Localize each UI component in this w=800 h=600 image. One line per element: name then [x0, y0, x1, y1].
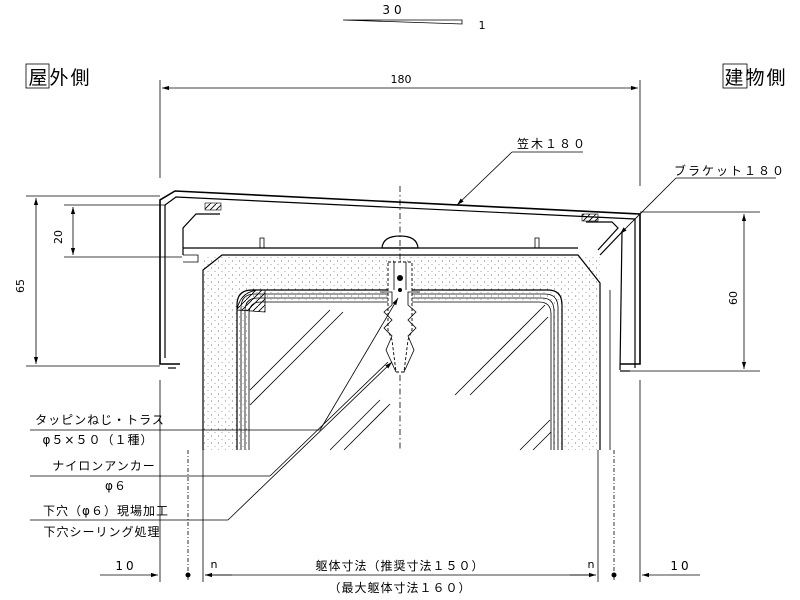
slope-triangle — [342, 19, 463, 25]
nylon-anchor — [380, 261, 420, 373]
left-inner-dimension: 20 — [52, 204, 182, 258]
right-height-dimension: 60 — [630, 211, 760, 372]
right-height-label: 60 — [727, 291, 740, 305]
hole-label-1: 下穴（φ６）現場加工 — [43, 503, 169, 518]
left-height-label: 65 — [14, 279, 27, 293]
screw-label-1: タッピンねじ・トラス — [35, 413, 165, 427]
side-labels: 屋外側 建物側 — [25, 63, 787, 89]
coping-kasagi — [159, 190, 641, 372]
overall-width-dimension: 180 — [159, 73, 641, 186]
callout-bracket: ブラケット１８０ — [619, 163, 786, 235]
callout-hole: 下穴（φ６）現場加工 下穴シーリング処理 — [30, 361, 393, 539]
scale-indicator: 30 1 — [342, 3, 486, 32]
n-right-label: n — [588, 558, 595, 571]
screw-label-2: φ５×５０（１種） — [43, 433, 154, 447]
n-left-label: n — [211, 558, 218, 571]
bottom-dimensions: 10 n n 10 躯体寸法（推奨寸法１５０） （最大躯体寸法１６０） — [100, 380, 700, 595]
callout-screw: タッピンねじ・トラス φ５×５０（１種） — [30, 297, 399, 447]
kasagi-label: 笠木１８０ — [517, 136, 587, 151]
overall-width-label: 180 — [391, 73, 412, 86]
left-10-label: 10 — [115, 559, 136, 573]
anchor-label-2: φ６ — [105, 479, 127, 493]
left-inner-label: 20 — [52, 230, 65, 244]
max-body-size-label: （最大躯体寸法１６０） — [328, 580, 471, 595]
anchor-label-1: ナイロンアンカー — [52, 459, 156, 473]
left-height-dimension: 65 — [14, 195, 160, 367]
scale-bottom-label: 1 — [479, 19, 486, 32]
building-label: 建物側 — [724, 67, 787, 89]
callout-kasagi: 笠木１８０ — [456, 136, 587, 206]
building-box-1 — [722, 63, 748, 89]
right-10-label: 10 — [670, 559, 691, 573]
outdoor-label: 屋外側 — [28, 67, 91, 89]
bracket-label: ブラケット１８０ — [674, 163, 786, 178]
body-size-label: 躯体寸法（推奨寸法１５０） — [315, 558, 484, 573]
outdoor-box-1 — [25, 63, 50, 89]
callout-anchor: ナイロンアンカー φ６ — [30, 361, 389, 493]
scale-top-label: 30 — [382, 3, 405, 17]
hole-label-2: 下穴シーリング処理 — [43, 524, 160, 539]
